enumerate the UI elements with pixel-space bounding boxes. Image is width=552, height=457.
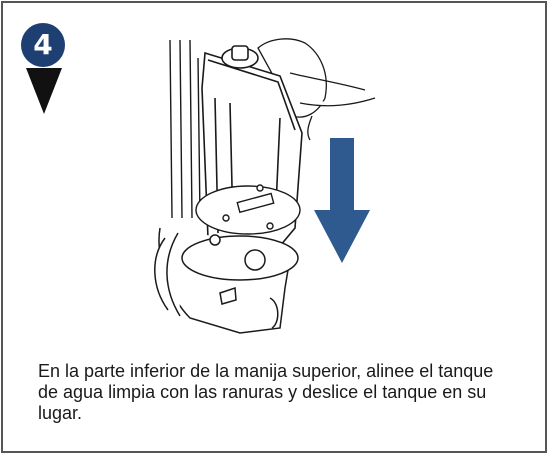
instruction-text: En la parte inferior de la manija superi…: [38, 361, 494, 423]
down-triangle-icon: [26, 68, 62, 114]
down-arrow-icon: [314, 138, 370, 263]
step-number-badge: 4: [21, 23, 65, 67]
upright-handle-pole: [169, 39, 201, 219]
cleaner-base: [154, 227, 299, 334]
clean-water-tank-illustration: [154, 38, 376, 334]
tank-base: [195, 184, 301, 235]
step-number: 4: [33, 28, 53, 61]
